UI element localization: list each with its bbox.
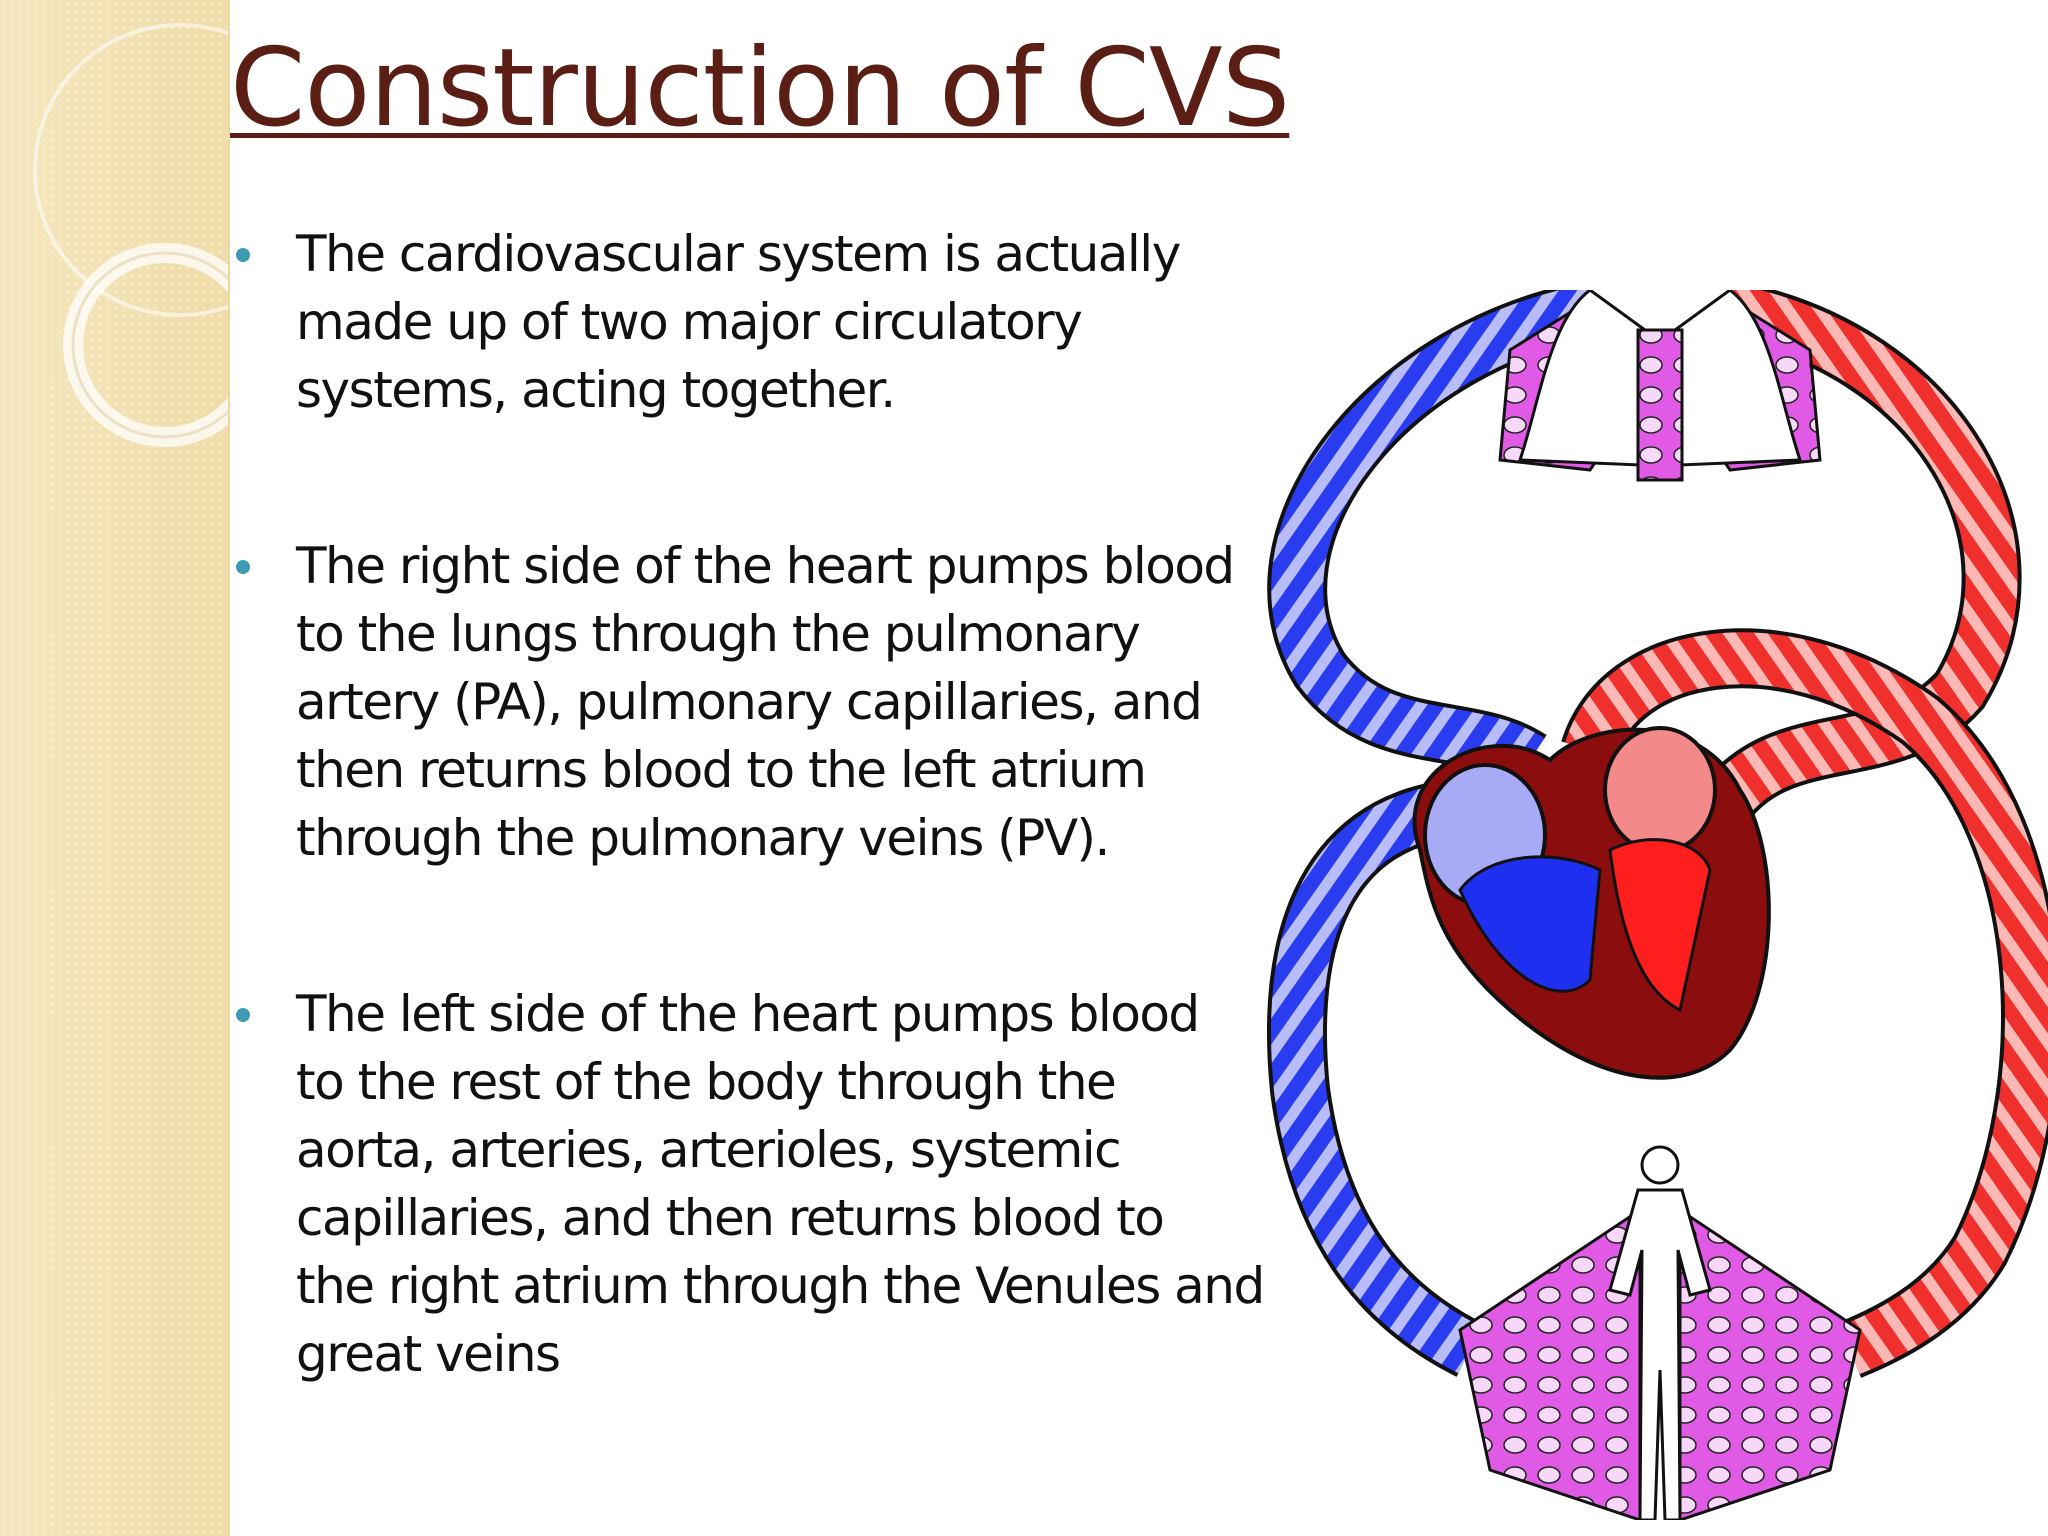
heart [1412, 726, 1771, 1080]
bullet-text-line: to the rest of the body through the [296, 1053, 1117, 1111]
bullet-item: The cardiovascular system is actually ma… [236, 220, 1226, 424]
bullet-dot-icon [236, 1008, 250, 1022]
bullet-dot-icon [236, 560, 250, 574]
left-atrium [1603, 726, 1717, 854]
bullet-text-line: The cardiovascular system is actually [296, 225, 1181, 283]
bullet-text-line: artery (PA), pulmonary capillaries, and [296, 673, 1203, 731]
right-ventricle [1458, 855, 1602, 993]
bullet-text-line: through the pulmonary veins (PV). [296, 809, 1110, 867]
bullet-text-line: The left side of the heart pumps blood [296, 985, 1200, 1043]
bullet-text-line: then returns blood to the left atrium [296, 741, 1147, 799]
bullet-text-line: The right side of the heart pumps blood [296, 537, 1235, 595]
bullet-item: The left side of the heart pumps blood t… [236, 980, 1265, 1388]
decorative-rings [33, 23, 228, 447]
body-capillary-bed [1458, 1145, 1862, 1520]
bullet-text-line: to the lungs through the pulmonary [296, 605, 1141, 663]
lungs-capillary-bed [1498, 290, 1822, 482]
sidebar-decoration [0, 0, 230, 1536]
bullet-text-line: the right atrium through the Venules and [296, 1257, 1265, 1315]
left-ventricle [1608, 838, 1712, 1013]
bullet-text-line: capillaries, and then returns blood to [296, 1189, 1165, 1247]
circulation-diagram [1267, 290, 2048, 1520]
bullet-text-line: aorta, arteries, arterioles, systemic [296, 1121, 1122, 1179]
human-figure-icon [1608, 1145, 1712, 1520]
bullet-text-line: systems, acting together. [296, 361, 896, 419]
page-title: Construction of CVS [230, 26, 1290, 151]
bullet-item: The right side of the heart pumps blood … [236, 532, 1235, 872]
bullet-text-line: great veins [296, 1325, 561, 1383]
bullet-dot-icon [236, 248, 250, 262]
bullet-list: The cardiovascular system is actually ma… [236, 220, 1265, 1388]
bullet-text-line: made up of two major circulatory [296, 293, 1083, 351]
